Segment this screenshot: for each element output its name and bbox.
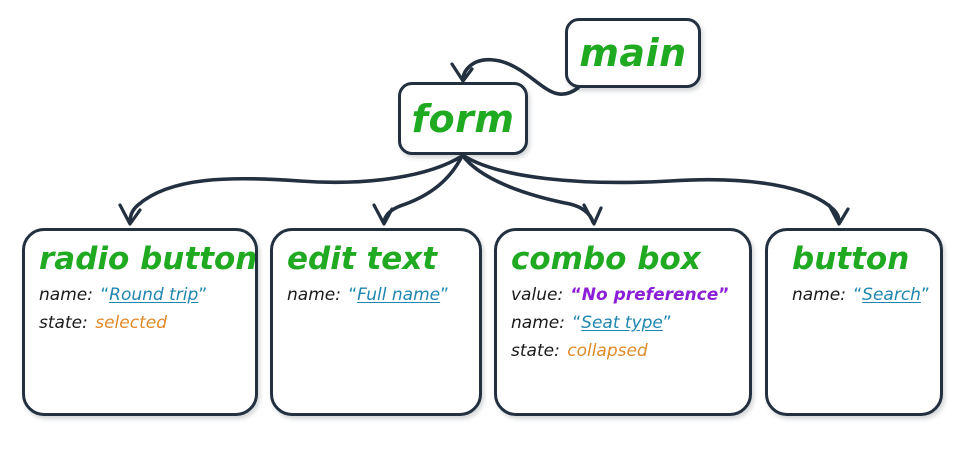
edge-form-to-edit-text (382, 154, 464, 224)
property-separator: : (554, 341, 566, 362)
property-value: “No preference” (571, 285, 730, 305)
card-title: edit text (287, 241, 438, 277)
card-radio-button[interactable]: radio button name: “Round trip”state: se… (22, 228, 258, 416)
quote-open: “ (348, 284, 358, 305)
arrowhead-combo-box (582, 203, 603, 226)
property-value-text: No preference (581, 284, 719, 305)
node-main-label: main (579, 31, 687, 75)
arrowhead-edit-text (372, 203, 394, 226)
property-separator: : (87, 284, 99, 305)
property-key: state (39, 312, 83, 333)
property-value-text: Full name (357, 284, 441, 305)
arrowhead-button (827, 203, 850, 226)
property-row-value: value: “No preference” (511, 282, 735, 308)
property-row-name: name: “Full name” (287, 282, 465, 308)
card-property-list: value: “No preference”name: “Seat type”s… (511, 282, 735, 365)
quote-close: ” (662, 312, 672, 333)
property-separator: : (840, 284, 852, 305)
node-form[interactable]: form (398, 82, 528, 155)
property-key: name (792, 284, 841, 305)
property-value-text: Round trip (109, 284, 199, 305)
property-value-text: collapsed (567, 341, 648, 362)
node-form-label: form (411, 96, 515, 141)
property-value-text: selected (95, 312, 167, 333)
quote-close: ” (718, 284, 730, 305)
arrowhead-radio-button (118, 203, 142, 226)
quote-open: “ (572, 312, 582, 333)
property-value: selected (95, 313, 167, 333)
quote-open: “ (570, 284, 582, 305)
property-value: “Full name” (348, 285, 449, 305)
quote-close: ” (920, 284, 930, 305)
quote-open: “ (853, 284, 863, 305)
property-row-name: name: “Seat type” (511, 310, 735, 336)
property-value: collapsed (567, 341, 648, 361)
property-key: name (511, 312, 560, 333)
property-separator: : (559, 312, 571, 333)
property-value: “Round trip” (100, 285, 207, 305)
arrowhead-form (450, 62, 474, 83)
card-property-list: name: “Full name” (287, 282, 465, 308)
property-key: name (39, 284, 88, 305)
property-key: state (511, 341, 555, 362)
property-separator: : (82, 312, 94, 333)
quote-open: “ (100, 284, 110, 305)
property-row-state: state: collapsed (511, 338, 735, 364)
property-row-name: name: “Search” (792, 282, 930, 308)
card-title: combo box (511, 241, 701, 277)
property-value: “Seat type” (572, 313, 671, 333)
card-combo-box[interactable]: combo box value: “No preference”name: “S… (494, 228, 752, 416)
card-property-list: name: “Round trip”state: selected (39, 282, 241, 337)
property-row-state: state: selected (39, 310, 241, 336)
quote-close: ” (198, 284, 208, 305)
card-title: radio button (39, 241, 258, 277)
card-edit-text[interactable]: edit text name: “Full name” (270, 228, 482, 416)
quote-close: ” (440, 284, 449, 305)
edge-form-to-radio-button (128, 154, 464, 224)
card-title: button (792, 241, 910, 277)
edge-form-to-combo-box (461, 154, 595, 224)
property-separator: : (557, 284, 569, 305)
property-key: value (511, 284, 558, 305)
card-button[interactable]: button name: “Search” (765, 228, 943, 416)
property-row-name: name: “Round trip” (39, 282, 241, 308)
property-value-text: Seat type (581, 312, 663, 333)
node-main[interactable]: main (565, 18, 701, 88)
property-separator: : (335, 284, 347, 305)
edge-form-to-button (462, 154, 841, 224)
card-property-list: name: “Search” (782, 282, 930, 308)
property-value: “Search” (853, 285, 929, 305)
property-value-text: Search (862, 284, 921, 305)
property-key: name (287, 284, 336, 305)
